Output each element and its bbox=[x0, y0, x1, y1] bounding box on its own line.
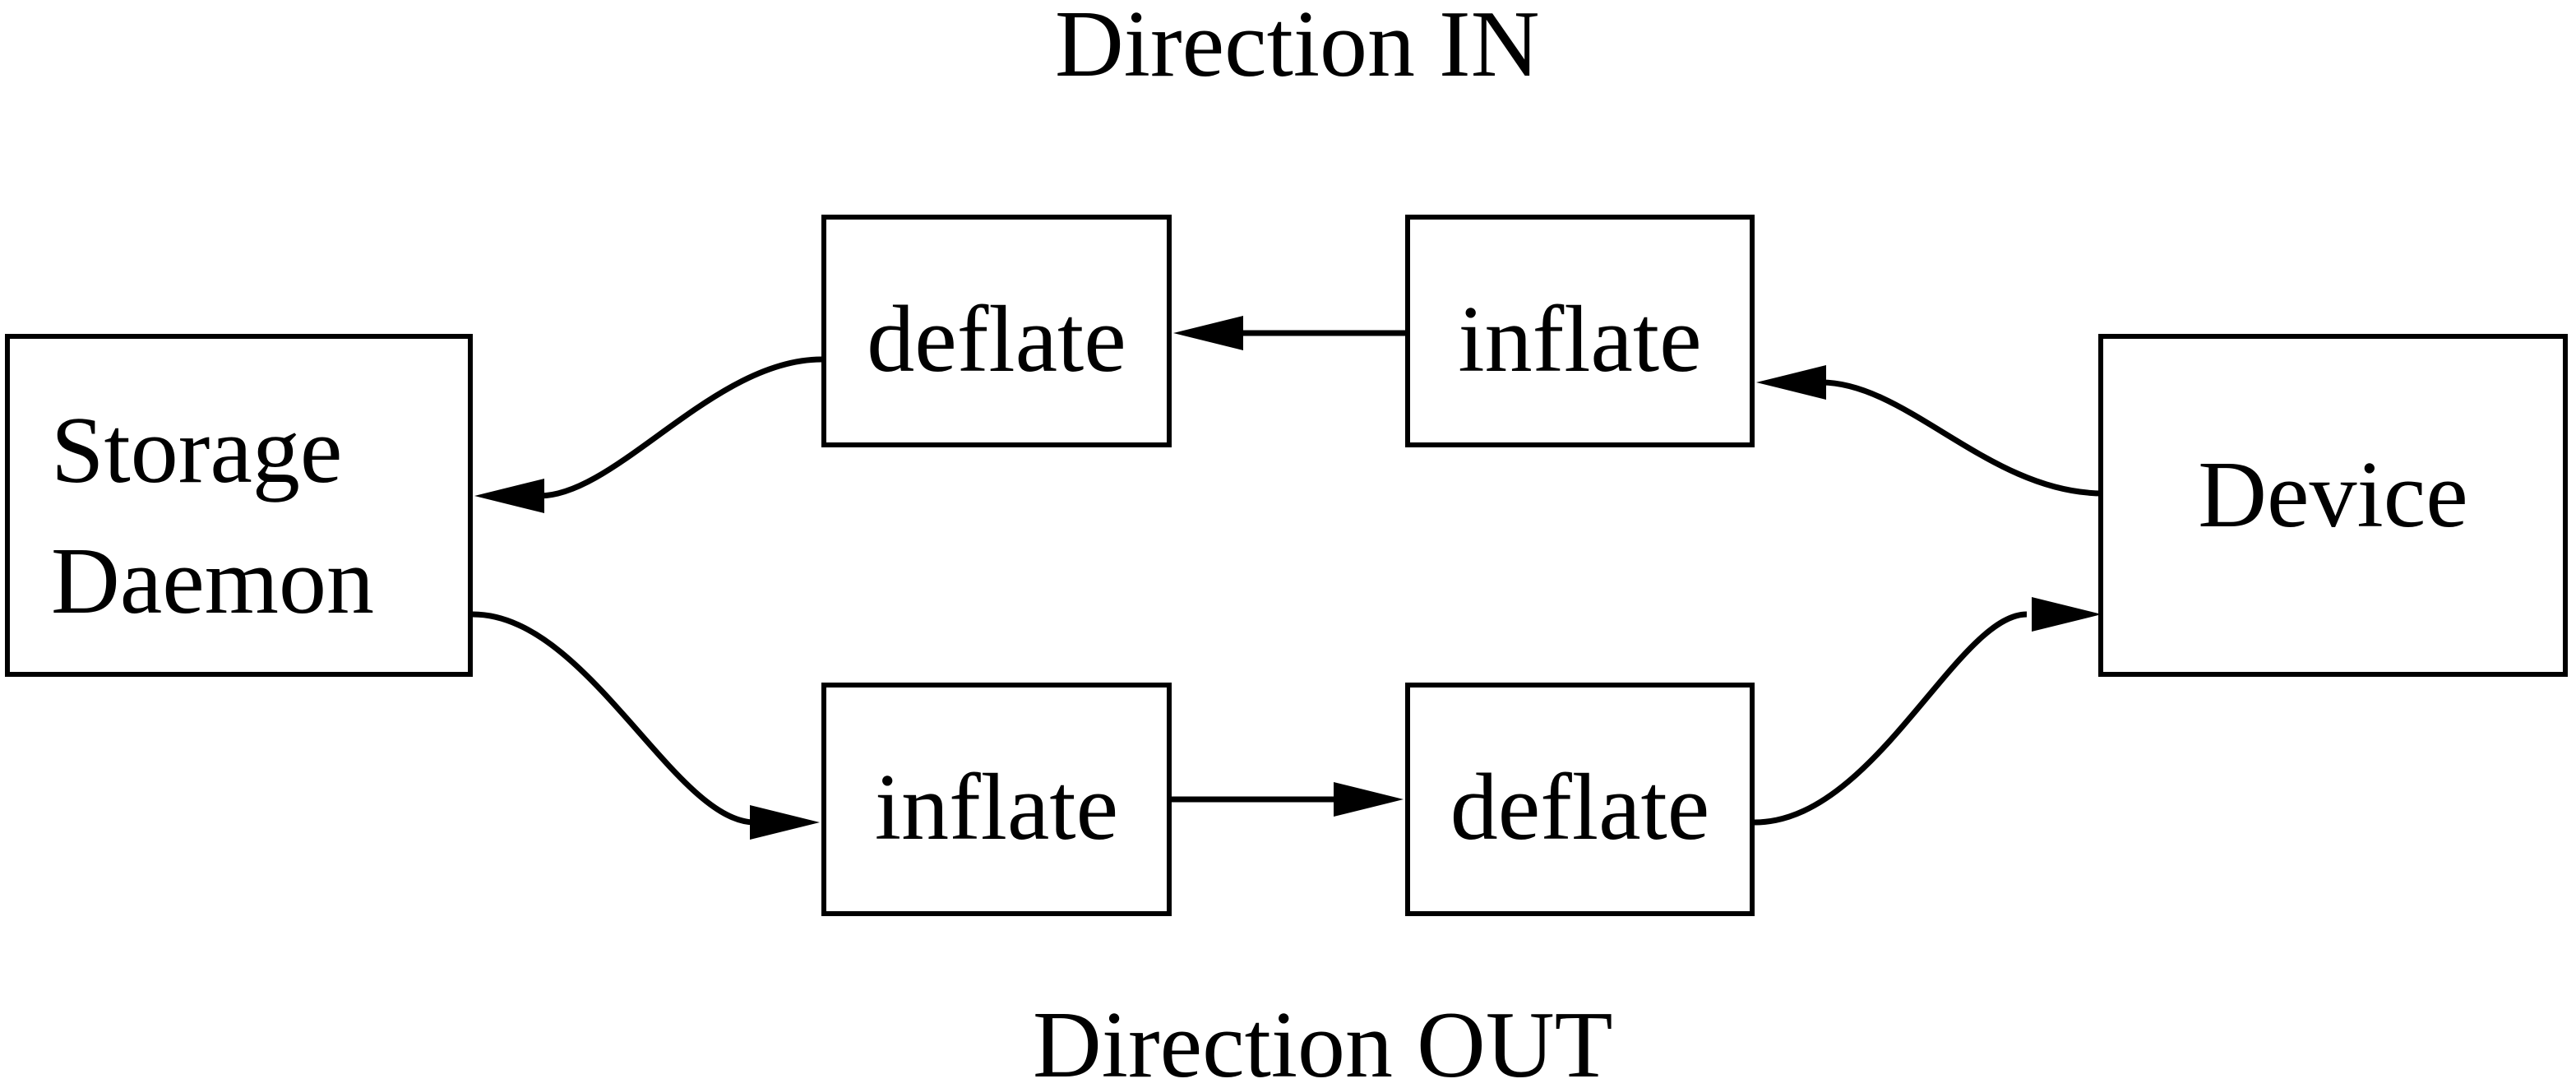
node-deflate-out: deflate bbox=[1405, 683, 1755, 916]
edge-storage-daemon-to-inflate-out bbox=[472, 611, 820, 840]
storage-daemon-label-line2: Daemon bbox=[51, 528, 374, 634]
edge-inflate-out-to-deflate-out bbox=[1172, 782, 1404, 817]
edge-inflate-in-to-deflate-in bbox=[1173, 316, 1405, 350]
edge-deflate-in-to-storage-daemon bbox=[474, 356, 822, 513]
arrowhead-right-icon bbox=[750, 805, 820, 840]
arrowhead-left-icon bbox=[1756, 365, 1826, 400]
edge-device-to-inflate-in bbox=[1756, 365, 2104, 497]
edge-deflate-out-to-device bbox=[1754, 597, 2102, 826]
node-inflate-out: inflate bbox=[821, 683, 1172, 916]
deflate-out-label: deflate bbox=[1450, 755, 1710, 860]
arrowhead-left-icon bbox=[474, 479, 544, 513]
node-storage-daemon: Storage Daemon bbox=[5, 334, 473, 677]
edge-line bbox=[472, 611, 756, 826]
edge-line bbox=[1820, 379, 2104, 497]
edge-line bbox=[1754, 611, 2028, 826]
device-label: Device bbox=[2198, 442, 2468, 548]
arrowhead-right-icon bbox=[2032, 597, 2102, 632]
arrowhead-left-icon bbox=[1173, 316, 1243, 350]
node-inflate-in: inflate bbox=[1405, 215, 1755, 447]
node-deflate-in: deflate bbox=[821, 215, 1172, 447]
title-direction-in: Direction IN bbox=[1055, 0, 1540, 97]
arrowhead-right-icon bbox=[1334, 782, 1404, 817]
inflate-out-label: inflate bbox=[874, 755, 1119, 860]
edge-line bbox=[539, 356, 822, 499]
node-device: Device bbox=[2098, 334, 2568, 677]
inflate-in-label: inflate bbox=[1458, 286, 1702, 392]
title-direction-out: Direction OUT bbox=[1033, 993, 1613, 1088]
deflate-in-label: deflate bbox=[867, 286, 1126, 392]
storage-daemon-label-line1: Storage bbox=[51, 397, 343, 503]
